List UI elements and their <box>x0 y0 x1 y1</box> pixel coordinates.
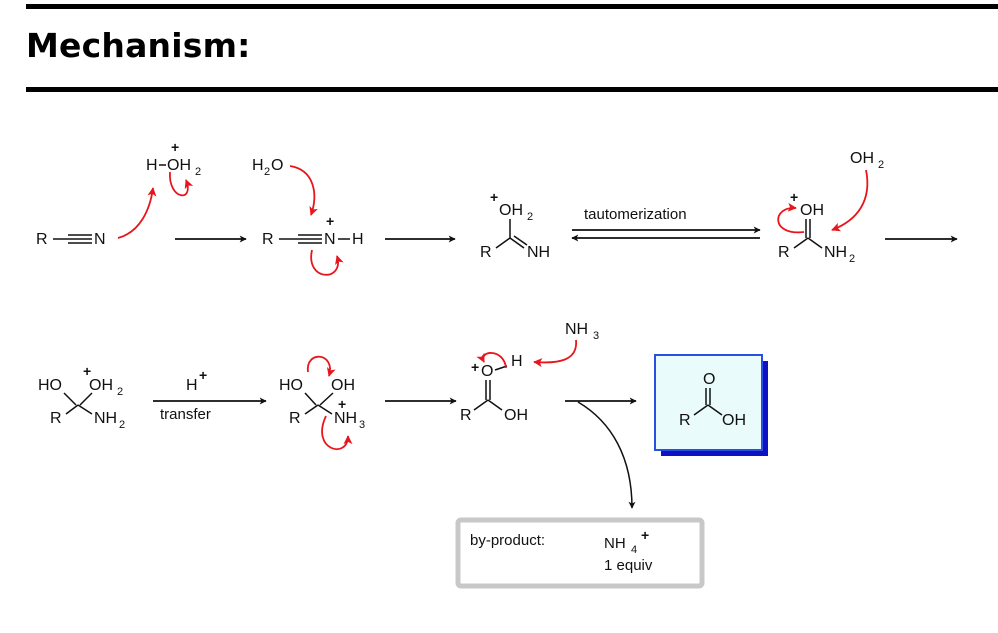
atom-OH2: OH <box>499 202 523 219</box>
atom-R: R <box>460 407 472 424</box>
subscript-3: 3 <box>359 419 365 431</box>
byproduct-box <box>455 517 705 589</box>
atom-HO: HO <box>38 377 62 394</box>
atom-R: R <box>289 410 301 427</box>
charge-plus: + <box>490 189 498 205</box>
charge-plus: + <box>171 139 179 155</box>
water-molecule: H 2 O <box>252 157 283 178</box>
curly-arrow-leave-ammonia <box>321 415 353 451</box>
tetrahedral-intermediate-oxonium: HO + OH 2 R NH 2 <box>38 363 125 431</box>
subscript-2: 2 <box>264 166 270 178</box>
atom-OH: OH <box>331 377 355 394</box>
subscript-2: 2 <box>878 159 884 171</box>
atom-OH: OH <box>722 412 746 429</box>
atom-H2O-O: O <box>271 157 283 174</box>
top-rule <box>26 4 998 9</box>
protonated-amide: + OH R NH 2 <box>778 189 855 265</box>
atom-OH: OH <box>504 407 528 424</box>
h-plus-label: H <box>186 377 198 394</box>
byproduct-label: by-product: <box>470 532 545 549</box>
tautomerization-label: tautomerization <box>584 206 687 223</box>
nitrilium-ion: R N + H <box>262 213 364 248</box>
atom-R: R <box>262 231 274 248</box>
atom-HO: HO <box>279 377 303 394</box>
hydronium-ion: H OH 2 + <box>146 139 201 178</box>
atom-OH: OH <box>800 202 824 219</box>
atom-NH2: NH <box>94 410 117 427</box>
byproduct-species: NH <box>604 535 626 552</box>
curly-arrow-water-attack-amide <box>831 169 869 232</box>
subscript-2: 2 <box>849 253 855 265</box>
curly-arrow-reform-carbonyl <box>307 355 336 377</box>
tetrahedral-intermediate-ammonium: HO OH R NH 3 + <box>279 377 365 431</box>
atom-OH2: OH <box>167 157 191 174</box>
product-box <box>654 354 763 451</box>
curly-arrow-ammonia-deprotonation <box>533 339 577 368</box>
subscript-2: 2 <box>195 166 201 178</box>
page-title: Mechanism: <box>26 26 251 65</box>
charge-plus: + <box>83 363 91 379</box>
nitrile-molecule: R N <box>36 231 106 248</box>
atom-R: R <box>50 410 62 427</box>
atom-O: O <box>703 371 715 388</box>
bottom-rule <box>26 87 998 92</box>
atom-N: N <box>94 231 106 248</box>
curly-arrow-oh-bond <box>476 352 507 369</box>
charge-plus: + <box>790 189 798 205</box>
atom-H: H <box>511 353 523 370</box>
atom-H: H <box>352 231 364 248</box>
curly-arrow-pi-shift <box>310 249 344 276</box>
atom-R: R <box>679 412 691 429</box>
curly-arrow-pi-to-oxygen <box>777 202 805 234</box>
charge-plus: + <box>326 213 334 229</box>
curly-arrow-n-attack <box>117 187 157 239</box>
atom-H2O-H: H <box>252 157 264 174</box>
oxonium-imine: + OH 2 R NH <box>480 189 550 261</box>
atom-R: R <box>778 244 790 261</box>
atom-OH2-water: OH <box>850 150 874 167</box>
carboxylic-acid-product: O R OH <box>679 371 746 429</box>
charge-plus: + <box>641 527 649 543</box>
subscript-2: 2 <box>527 211 533 223</box>
atom-O: O <box>481 363 493 380</box>
byproduct-amount: 1 equiv <box>604 557 653 574</box>
atom-NH2: NH <box>824 244 847 261</box>
atom-OH2: OH <box>89 377 113 394</box>
atom-H: H <box>146 157 158 174</box>
subscript-4: 4 <box>631 544 637 556</box>
curly-arrow-bond-break <box>169 171 194 197</box>
atom-R: R <box>36 231 48 248</box>
transfer-label: transfer <box>160 406 211 423</box>
charge-plus: + <box>199 367 207 383</box>
subscript-3: 3 <box>593 330 599 342</box>
atom-NH3: NH <box>334 410 357 427</box>
byproduct-arrow <box>577 401 636 509</box>
curly-arrow-water-attack <box>289 165 318 216</box>
atom-N: N <box>324 231 336 248</box>
atom-R: R <box>480 244 492 261</box>
subscript-2: 2 <box>119 419 125 431</box>
protonated-carboxylic-acid: + O H R OH <box>460 353 528 424</box>
charge-plus: + <box>471 359 479 375</box>
charge-plus: + <box>338 396 346 412</box>
subscript-2: 2 <box>117 386 123 398</box>
atom-NH: NH <box>527 244 550 261</box>
ammonia-label: NH <box>565 321 588 338</box>
